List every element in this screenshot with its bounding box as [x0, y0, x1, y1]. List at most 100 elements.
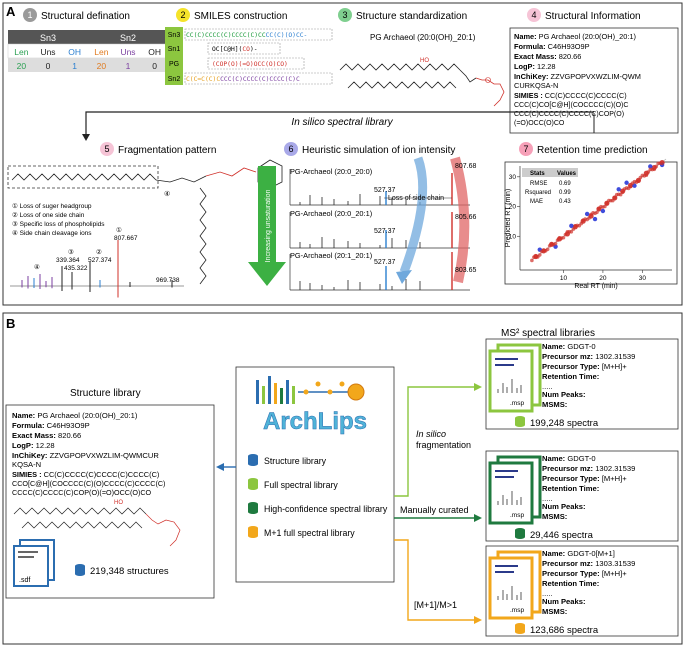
frag-legend-3: ③ Specific loss of phospholipids [12, 220, 105, 228]
step-5-header: 5 Fragmentation pattern [100, 142, 216, 156]
rt-point-dense [545, 247, 550, 252]
frag-mass-2: 435.322 [64, 265, 88, 272]
frag-mass-4: 807.667 [114, 235, 138, 242]
flow-label-m1: [M+1]/M>1 [414, 600, 457, 610]
ms2-field-dots: ..... [542, 494, 553, 503]
ms2-db-icon-base [515, 423, 525, 427]
sn-val-5: 0 [152, 61, 157, 71]
rt-point-dense [555, 238, 560, 242]
msp-ext: .msp [510, 512, 524, 519]
ms2-field-dots: ..... [542, 589, 553, 598]
rt-point-dense [571, 227, 576, 231]
sn-val-row [8, 58, 168, 72]
step-2-title: SMILES construction [194, 11, 287, 22]
archlips-logo-text: ArchLips [263, 408, 367, 435]
sn-val-3: 20 [97, 61, 107, 71]
rt-stats-head-2: Values [557, 171, 577, 177]
flow-m1-head [474, 616, 482, 624]
flow-curated-head [474, 514, 482, 522]
flow-silico-head [474, 383, 482, 391]
ms2-field-dots: ..... [542, 382, 553, 391]
rt-stat-2-name: Rsquared [525, 190, 551, 196]
info-formula: Formula: C46H93O9P [514, 42, 590, 51]
rt-point-dense [587, 216, 591, 220]
msp-ext: .msp [510, 607, 524, 614]
step-5-num: 5 [104, 144, 109, 154]
rt-point [600, 208, 606, 214]
rt-stat-2-val: 0.99 [559, 190, 571, 196]
step-6-num: 6 [288, 144, 293, 154]
legend-item-3: M+1 full spectral library [264, 528, 355, 538]
smiles-label-pg-bg [165, 55, 183, 71]
sn3-header-cell [8, 30, 88, 44]
info-smiles-2: CCC(C)CO[C@H](COCCCC(C)(O)C [514, 102, 628, 109]
step-1-title: Structural defination [41, 11, 130, 22]
flow-arrows: In silico fragmentation Manually curated… [216, 383, 482, 624]
legend-db-icon-body [248, 504, 258, 512]
rt-xtick-label: 20 [599, 275, 607, 282]
flow-label-curated: Manually curated [400, 505, 469, 515]
ms2-field-name: Name: GDGT-0 [542, 342, 596, 351]
sn2-header-cell [88, 30, 168, 44]
info-inchi: InChiKey: ZZVGPOPVXWZLIM-QWM [514, 72, 641, 81]
rt-stat-1-val: 0.69 [559, 181, 571, 187]
smiles-label-sn2-bg [165, 71, 183, 85]
rt-point [648, 164, 653, 169]
rt-ytick-label: 20 [509, 204, 517, 211]
ms2-field-np: Num Peaks: [542, 597, 585, 606]
rt-ylabel: Predicted RT (min) [505, 189, 512, 247]
rt-stats-head-bg [522, 168, 578, 177]
heur-peak-1-label: 527.37 [374, 187, 396, 194]
rt-point-dense [654, 164, 658, 169]
smiles-line-2: OC[C@H](CO)- [212, 46, 258, 53]
ms2-db-icon-body [515, 418, 525, 425]
flow-label-fragmentation: fragmentation [416, 440, 471, 450]
struct-chain-top [13, 507, 147, 515]
smiles-line-1: CC(C)CCCC(C)CCCC(C)CCCC(C)(O)CC- [186, 32, 307, 39]
step-7-badge [519, 142, 533, 156]
smiles-label-sn2: Sn2 [168, 76, 181, 83]
ms2-field-mz: Precursor mz: 1302.31539 [542, 464, 635, 473]
ms2-field-type: Precursor Type: [M+H]+ [542, 362, 627, 371]
rt-point [569, 223, 574, 229]
sn-col-5: OH [148, 47, 161, 57]
msp-file-icon [488, 556, 534, 620]
rt-point-dense [595, 210, 599, 215]
flow-label-silico: In silico [416, 429, 446, 439]
legend-db-icon-body [248, 480, 258, 488]
std-name: PG Archaeol (20:0(OH)_20:1) [370, 33, 476, 42]
legend-item-1: Full spectral library [264, 480, 338, 490]
rt-point-dense [628, 184, 633, 189]
rt-stat-3-name: MAE [530, 199, 543, 205]
panel-a-frame [2, 2, 683, 306]
info-mass: Exact Mass: 820.66 [514, 52, 581, 61]
structure-standardization: PG Archaeol (20:0(OH)_20:1) HO [339, 33, 505, 107]
frag-peak-mark-4: ④ [34, 263, 40, 271]
rt-point [592, 216, 598, 222]
struct-smiles-3: CCCC(C)CCCC(C)COP(O)(=O)OCC(O)CO [12, 488, 152, 497]
frag-legend-2: ② Loss of one side chain [12, 211, 85, 219]
frag-legend-4: ④ Side chain cleavage ions [12, 229, 92, 237]
step-3-header: 3 Structure standardization [338, 8, 467, 22]
sn-col-1: Uns [40, 47, 55, 57]
struct-name: Name: PG Archaeol (20:0(OH)_20:1) [12, 411, 138, 420]
frag-link [155, 175, 207, 183]
legend-db-icon-body [248, 456, 258, 464]
structure-library-title: Structure library [70, 388, 141, 399]
ms2-count-2: 123,686 spectra [530, 625, 599, 636]
ms2-db-icon-base [515, 535, 525, 539]
rt-point-dense [561, 235, 566, 240]
rt-point-dense [620, 190, 625, 195]
rt-point-dense [537, 253, 542, 257]
info-inchi-cont: CURKQSA-N [514, 81, 558, 90]
ms2-field-name: Name: GDGT-0 [542, 454, 596, 463]
smiles-label-sn1-bg [165, 41, 183, 55]
heuristic-simulation: Increasing unsaturation PG-Archaeol (20:… [248, 156, 477, 291]
rt-point-dense [605, 201, 609, 206]
step-1-header: 1 Structural defination [23, 8, 130, 22]
legend-db-icon-base [248, 486, 258, 490]
ms2-field-ms: MSMS: [542, 607, 567, 616]
step-6-title: Heuristic simulation of ion intensity [302, 145, 455, 156]
